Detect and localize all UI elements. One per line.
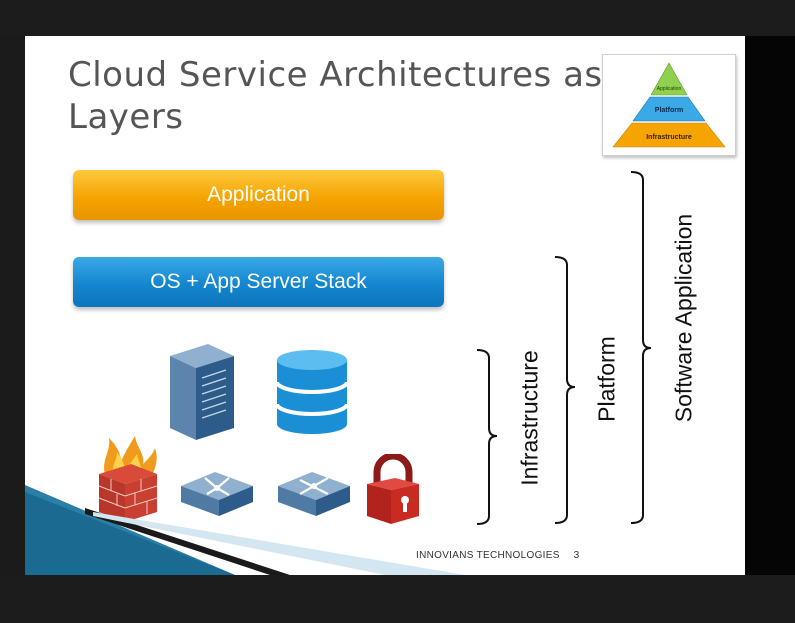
software-application-label: Software Application (670, 213, 697, 423)
database-icon (275, 350, 349, 434)
server-icon (170, 344, 234, 440)
page-number: 3 (573, 550, 580, 561)
pyramid-thumbnail: Application Platform Infrastructure (602, 54, 736, 156)
slide-title: Cloud Service Architectures as Layers (68, 54, 628, 138)
pyramid-middle-label: Platform (655, 107, 683, 114)
decorative-wedge (25, 485, 465, 575)
title-line-1: Cloud Service Architectures as (68, 55, 603, 95)
platform-label: Platform (593, 336, 620, 422)
title-line-2: Layers (68, 97, 184, 137)
footer-company: INNOVIANS TECHNOLOGIES (416, 550, 560, 561)
infrastructure-label: Infrastructure (516, 350, 543, 486)
pyramid-top-layer (650, 62, 688, 96)
slide: Cloud Service Architectures as Layers Ap… (25, 36, 745, 575)
os-stack-layer-bar: OS + App Server Stack (73, 257, 444, 307)
slide-footer: INNOVIANS TECHNOLOGIES 3 (416, 550, 580, 561)
application-layer-bar: Application (73, 170, 444, 220)
router-icon (181, 472, 253, 516)
pyramid-top-label: Application (657, 86, 682, 92)
pyramid-bottom-label: Infrastructure (646, 134, 692, 141)
pyramid-middle-layer (632, 96, 706, 122)
platform-bracket (554, 256, 576, 524)
right-letterbox (745, 36, 795, 575)
padlock-icon (367, 454, 419, 524)
pyramid-diagram: Application Platform Infrastructure (612, 62, 726, 148)
software-application-bracket (630, 171, 652, 524)
top-letterbox (0, 0, 795, 36)
switch-icon (278, 472, 350, 516)
infrastructure-bracket (476, 349, 498, 525)
firewall-icon (98, 436, 158, 522)
bottom-letterbox (0, 575, 795, 623)
pyramid-bottom-layer (612, 122, 726, 148)
